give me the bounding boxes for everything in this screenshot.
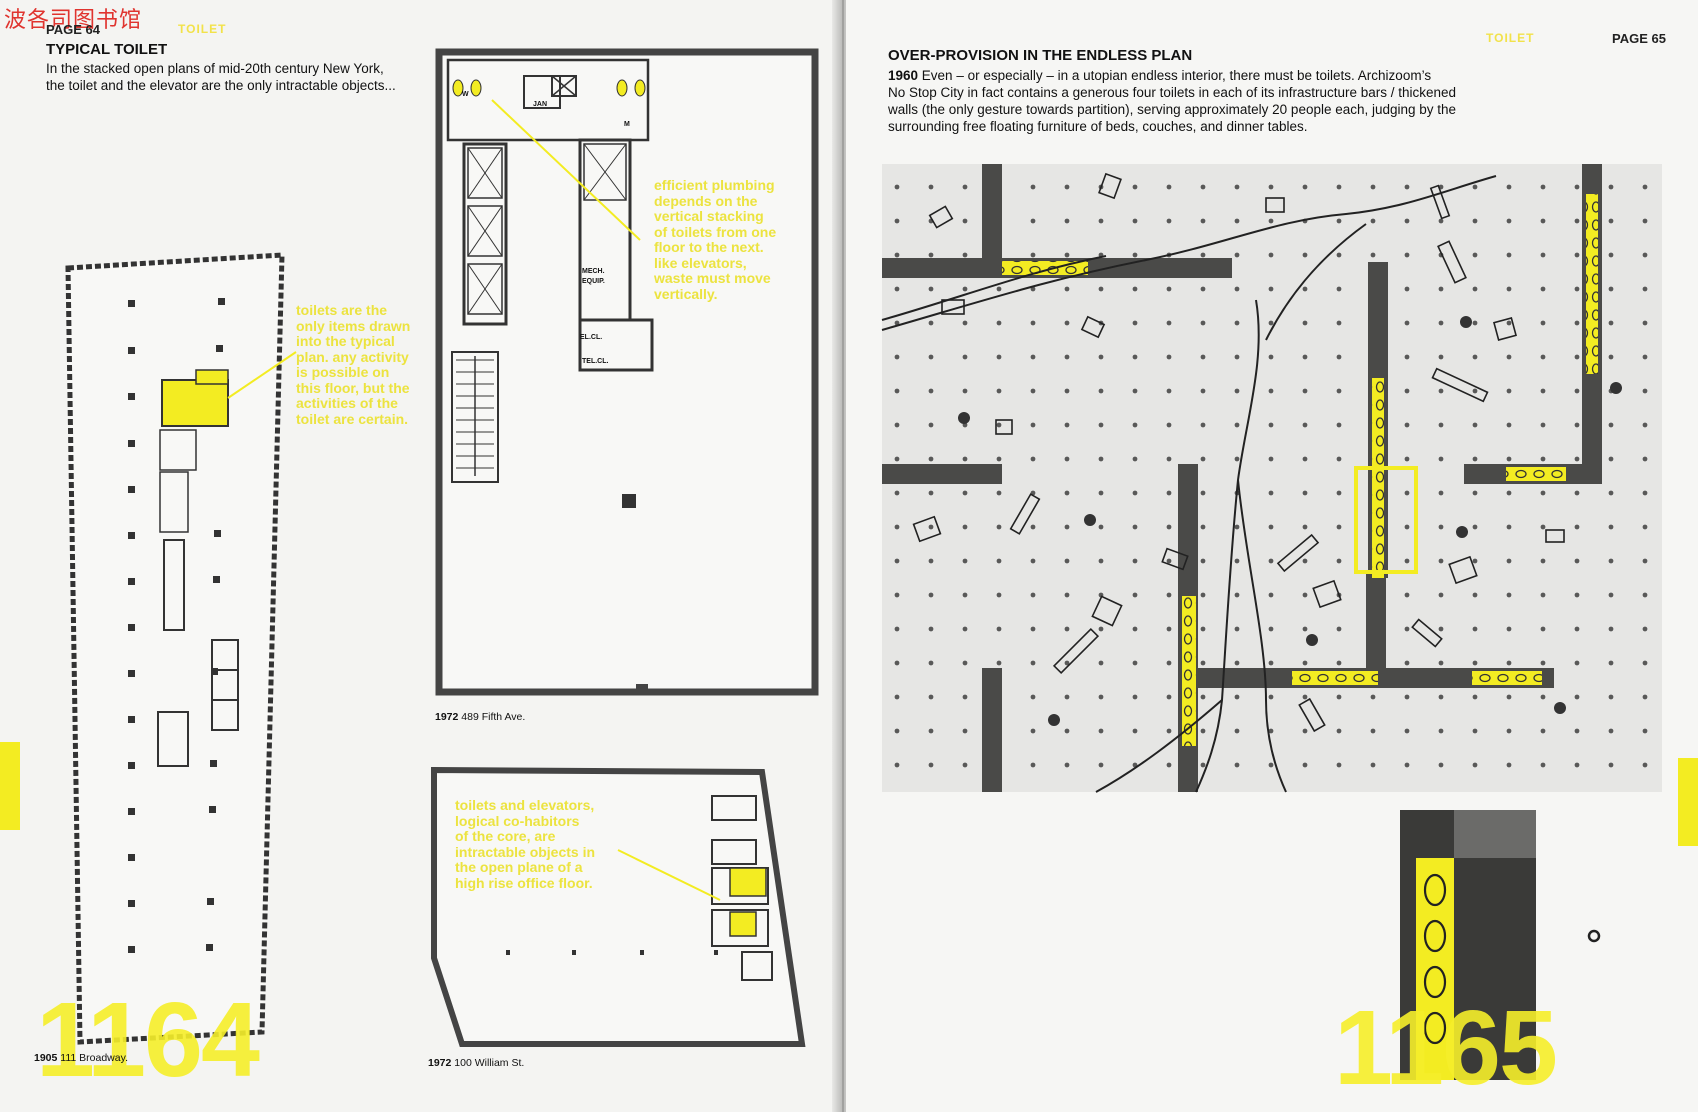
- plan-label-equip: EQUIP.: [582, 278, 605, 285]
- section-tag-left: TOILET: [178, 22, 227, 36]
- no-stop-city-plan-image: [881, 164, 1662, 1080]
- annotation-core: toilets and elevators,logical co-habitor…: [455, 797, 596, 891]
- library-watermark: 波各司图书馆: [4, 8, 143, 33]
- section-tag-right: TOILET: [1486, 31, 1535, 45]
- thumb-tab-left: [0, 742, 20, 830]
- floor-plan-100-william-st: [431, 766, 806, 1047]
- plan-label-w: W: [462, 91, 469, 98]
- spread-number-left: 1164: [36, 981, 260, 1099]
- floor-plan-111-broadway: [65, 252, 297, 1045]
- intro-line-2: the toilet and the elevator are the only…: [46, 78, 396, 93]
- intro-line-1: In the stacked open plans of mid-20th ce…: [46, 61, 384, 76]
- caption-111-broadway: 1905 111 Broadway.: [34, 1052, 128, 1064]
- caption-100-william-st: 1972 100 William St.: [428, 1057, 525, 1069]
- left-page: 波各司图书馆 PAGE 64 TOILET TYPICAL TOILET In …: [0, 0, 842, 1112]
- body-line-4: surrounding free floating furniture of b…: [888, 119, 1308, 134]
- page-title-left: TYPICAL TOILET: [46, 41, 168, 58]
- page-number-left: PAGE 64: [46, 22, 100, 37]
- plan-label-mech: MECH.: [582, 268, 605, 275]
- page-title-right: OVER-PROVISION IN THE ENDLESS PLAN: [888, 47, 1193, 64]
- body-line-2: No Stop City in fact contains a generous…: [888, 85, 1457, 100]
- plan-label-m: M: [624, 121, 630, 128]
- thumb-tab-right: [1678, 758, 1698, 846]
- plan-label-elcl: EL.CL.: [580, 334, 603, 341]
- spread-number-right: 1165: [1334, 989, 1558, 1107]
- body-line-3: walls (the only gesture towards partitio…: [888, 102, 1457, 117]
- plan-label-jan: JAN: [533, 101, 548, 108]
- right-page: TOILET PAGE 65 OVER-PROVISION IN THE END…: [846, 0, 1698, 1112]
- floor-plan-489-fifth-ave: [435, 48, 819, 696]
- plan-label-telcl: TEL.CL.: [582, 358, 609, 365]
- caption-489-fifth-ave: 1972 489 Fifth Ave.: [435, 711, 526, 723]
- body-line-1: 1960 Even – or especially – in a utopian…: [888, 68, 1432, 83]
- page-number-right: PAGE 65: [1612, 31, 1666, 46]
